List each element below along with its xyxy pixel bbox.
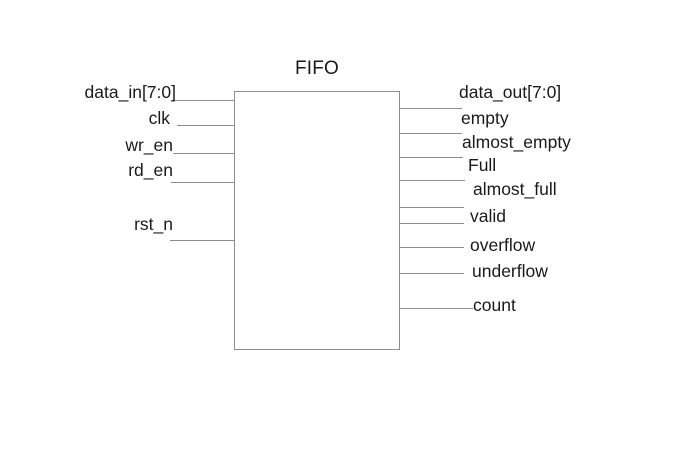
right-pin-label-valid: valid (470, 206, 506, 226)
left-pin-wire-rd_en (171, 182, 234, 183)
right-pin-label-almost_empty: almost_empty (462, 132, 571, 152)
right-pin-wire-data_out70 (400, 108, 462, 109)
right-pin-wire-empty (400, 133, 462, 134)
left-pin-wire-wr_en (173, 153, 234, 154)
right-pin-label-full: Full (468, 155, 497, 175)
right-pin-label-underflow: underflow (472, 261, 548, 281)
right-pin-label-empty: empty (461, 108, 509, 128)
left-pin-label-wr_en: wr_en (125, 135, 173, 155)
left-pin-wire-data_in70 (171, 100, 234, 101)
right-pin-wire-count (400, 308, 473, 309)
right-pin-wire-underflow (400, 273, 464, 274)
left-pin-label-data_in70: data_in[7:0] (84, 82, 176, 102)
right-pin-wire-full (400, 180, 465, 181)
right-pin-wire-almost_full (400, 207, 464, 208)
left-pin-label-rd_en: rd_en (128, 160, 173, 180)
right-pin-wire-almost_empty (400, 157, 463, 158)
right-pin-wire-overflow (400, 247, 464, 248)
left-pin-wire-rst_n (170, 240, 234, 241)
right-pin-wire-valid (400, 223, 464, 224)
right-pin-label-count: count (473, 295, 516, 315)
block-title: FIFO (294, 58, 340, 79)
left-pin-wire-clk (177, 125, 234, 126)
right-pin-label-data_out70: data_out[7:0] (459, 82, 562, 102)
right-pin-label-overflow: overflow (470, 235, 536, 255)
left-pin-label-rst_n: rst_n (134, 214, 173, 234)
fifo-block-rectangle (234, 91, 400, 350)
right-pin-label-almost_full: almost_full (473, 179, 557, 199)
left-pin-label-clk: clk (148, 108, 170, 128)
